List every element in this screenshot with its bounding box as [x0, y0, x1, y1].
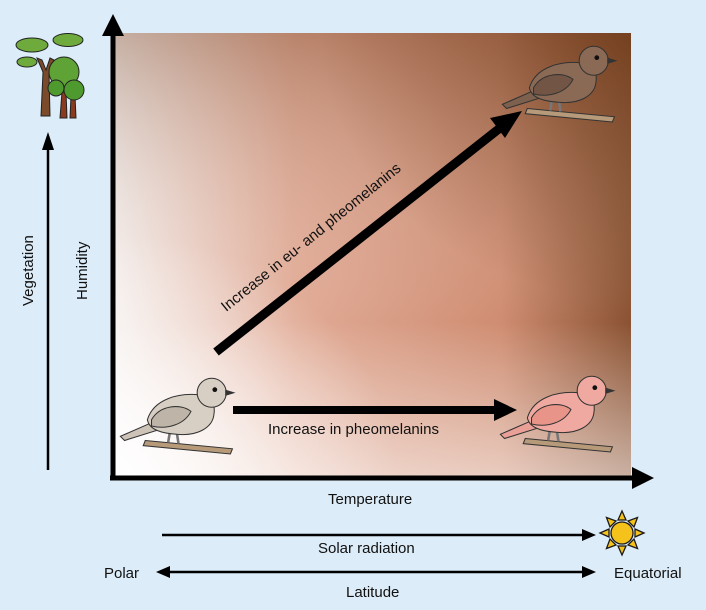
- horizontal-arrow-label: Increase in pheomelanins: [268, 421, 439, 438]
- vegetation-arrow: [42, 132, 54, 470]
- y-axis: [102, 14, 124, 480]
- tree-icon: [15, 33, 85, 119]
- latitude-arrow: [156, 566, 596, 578]
- solar-radiation-label: Solar radiation: [318, 540, 415, 557]
- latitude-left-label: Polar: [104, 565, 140, 582]
- x-axis-label: Temperature: [328, 491, 413, 508]
- sun-icon: [598, 509, 646, 557]
- y-axis-label: Humidity: [74, 241, 91, 300]
- x-axis: [110, 467, 654, 489]
- latitude-label: Latitude: [346, 584, 400, 601]
- horizontal-arrow: [233, 399, 517, 421]
- solar-radiation-arrow: [162, 529, 596, 541]
- vegetation-label: Vegetation: [20, 235, 37, 306]
- diagonal-arrow: [213, 111, 522, 356]
- latitude-right-label: Equatorial: [614, 565, 682, 582]
